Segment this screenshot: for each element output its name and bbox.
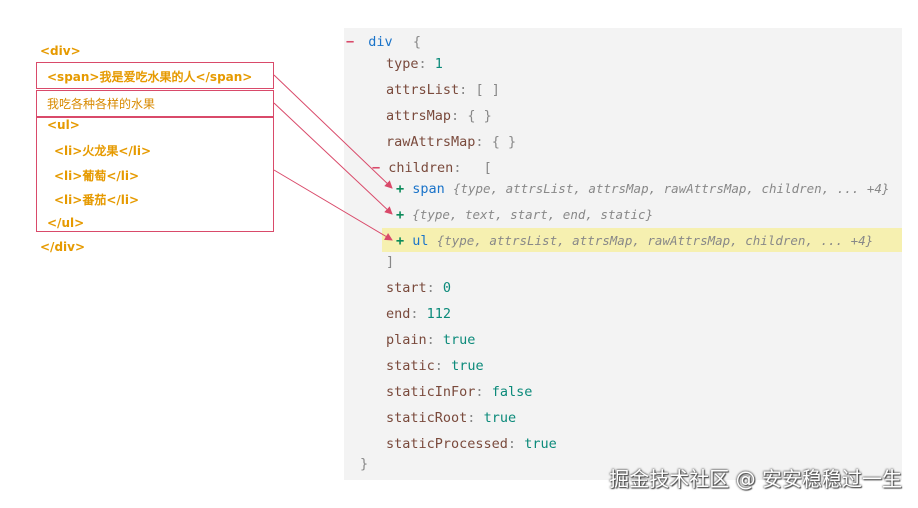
- child-node-span[interactable]: + span {type, attrsList, attrsMap, rawAt…: [396, 181, 889, 197]
- field-value: 112: [426, 306, 452, 322]
- child-summary: {type, attrsList, attrsMap, rawAttrsMap,…: [452, 181, 890, 196]
- source-line-ul-open: <ul>: [47, 118, 80, 132]
- field-staticInFor: staticInFor: false: [386, 384, 532, 400]
- ul-row-highlight: [382, 228, 902, 252]
- field-key: attrsMap: [386, 108, 452, 124]
- field-colon: :: [426, 280, 435, 296]
- field-value: true: [483, 410, 517, 426]
- field-key: static: [386, 358, 435, 374]
- field-value: true: [524, 436, 557, 452]
- field-key: staticInFor: [386, 384, 476, 400]
- field-key: children: [388, 160, 454, 176]
- expand-toggle-icon[interactable]: +: [396, 207, 405, 223]
- expand-toggle-icon[interactable]: +: [396, 233, 405, 249]
- field-value: true: [442, 332, 476, 348]
- field-plain: plain: true: [386, 332, 475, 348]
- child-node-text[interactable]: + {type, text, start, end, static}: [396, 207, 653, 223]
- field-colon: :: [475, 384, 484, 400]
- field-value: { }: [467, 108, 492, 124]
- field-key: rawAttrsMap: [386, 134, 476, 150]
- field-static: static: true: [386, 358, 484, 374]
- source-line-div-open: <div>: [40, 44, 81, 58]
- ul-box: [36, 117, 274, 232]
- field-key: plain: [386, 332, 427, 348]
- field-children[interactable]: − children: [: [372, 160, 492, 176]
- field-colon: :: [459, 82, 468, 98]
- source-line-li-3: <li>番茄</li>: [54, 193, 140, 207]
- expand-toggle-icon[interactable]: +: [396, 181, 405, 197]
- source-line-ul-close: </ul>: [47, 216, 85, 230]
- field-start: start: 0: [386, 280, 451, 296]
- field-value: 0: [442, 280, 452, 296]
- text-box: [36, 90, 274, 117]
- root-node-row[interactable]: − div {: [346, 34, 421, 50]
- field-value: true: [451, 358, 484, 374]
- span-box: [36, 62, 274, 89]
- source-line-div-close: </div>: [40, 240, 86, 254]
- field-staticRoot: staticRoot: true: [386, 410, 516, 426]
- field-colon: :: [467, 410, 476, 426]
- field-key: staticRoot: [386, 410, 468, 426]
- ast-panel: − div { type: 1 attrsList: [ ] attrsMap:…: [344, 28, 902, 480]
- source-code: <div> <span>我是爱吃水果的人</span> 我吃各种各样的水果 <u…: [0, 0, 300, 300]
- root-tag: div: [368, 34, 393, 50]
- child-tag: ul: [412, 233, 429, 249]
- field-key: type: [386, 56, 419, 72]
- field-colon: :: [434, 358, 443, 374]
- field-colon: :: [507, 436, 517, 452]
- field-key: start: [386, 280, 427, 296]
- source-line-span: <span>我是爱吃水果的人</span>: [47, 70, 253, 84]
- child-summary: {type, attrsList, attrsMap, rawAttrsMap,…: [436, 233, 874, 248]
- field-colon: :: [451, 108, 460, 124]
- field-value: 1: [434, 56, 443, 72]
- field-value: { }: [491, 134, 517, 150]
- child-node-ul[interactable]: + ul {type, attrsList, attrsMap, rawAttr…: [396, 233, 873, 249]
- field-colon: :: [426, 332, 435, 348]
- field-key: end: [386, 306, 411, 322]
- root-open-brace: {: [412, 34, 421, 50]
- field-rawAttrsMap: rawAttrsMap: { }: [386, 134, 516, 150]
- field-type: type: 1: [386, 56, 443, 72]
- root-close-brace: }: [360, 456, 368, 472]
- source-line-text: 我吃各种各样的水果: [47, 97, 156, 111]
- field-staticProcessed: staticProcessed: true: [386, 436, 557, 452]
- field-colon: :: [418, 56, 427, 72]
- field-value: }: [360, 456, 369, 472]
- field-value: ]: [386, 254, 395, 270]
- field-attrsMap: attrsMap: { }: [386, 108, 492, 124]
- children-collapse-icon[interactable]: −: [372, 160, 381, 176]
- child-summary: {type, text, start, end, static}: [412, 207, 654, 222]
- source-line-li-2: <li>葡萄</li>: [54, 169, 140, 183]
- field-key: attrsList: [386, 82, 460, 98]
- field-colon: :: [475, 134, 484, 150]
- field-key: staticProcessed: [386, 436, 508, 452]
- field-colon: :: [453, 160, 462, 176]
- field-value: [ ]: [475, 82, 500, 98]
- source-line-li-1: <li>火龙果</li>: [54, 144, 152, 158]
- field-end: end: 112: [386, 306, 451, 322]
- collapse-toggle-icon[interactable]: −: [346, 34, 355, 50]
- children-close-bracket: ]: [386, 254, 394, 270]
- field-attrsList: attrsList: [ ]: [386, 82, 500, 98]
- child-tag: span: [412, 181, 445, 197]
- field-value: [: [483, 160, 492, 176]
- watermark: 掘金技术社区 @ 安安稳稳过一生: [609, 467, 902, 491]
- field-colon: :: [410, 306, 419, 322]
- field-value: false: [491, 384, 533, 400]
